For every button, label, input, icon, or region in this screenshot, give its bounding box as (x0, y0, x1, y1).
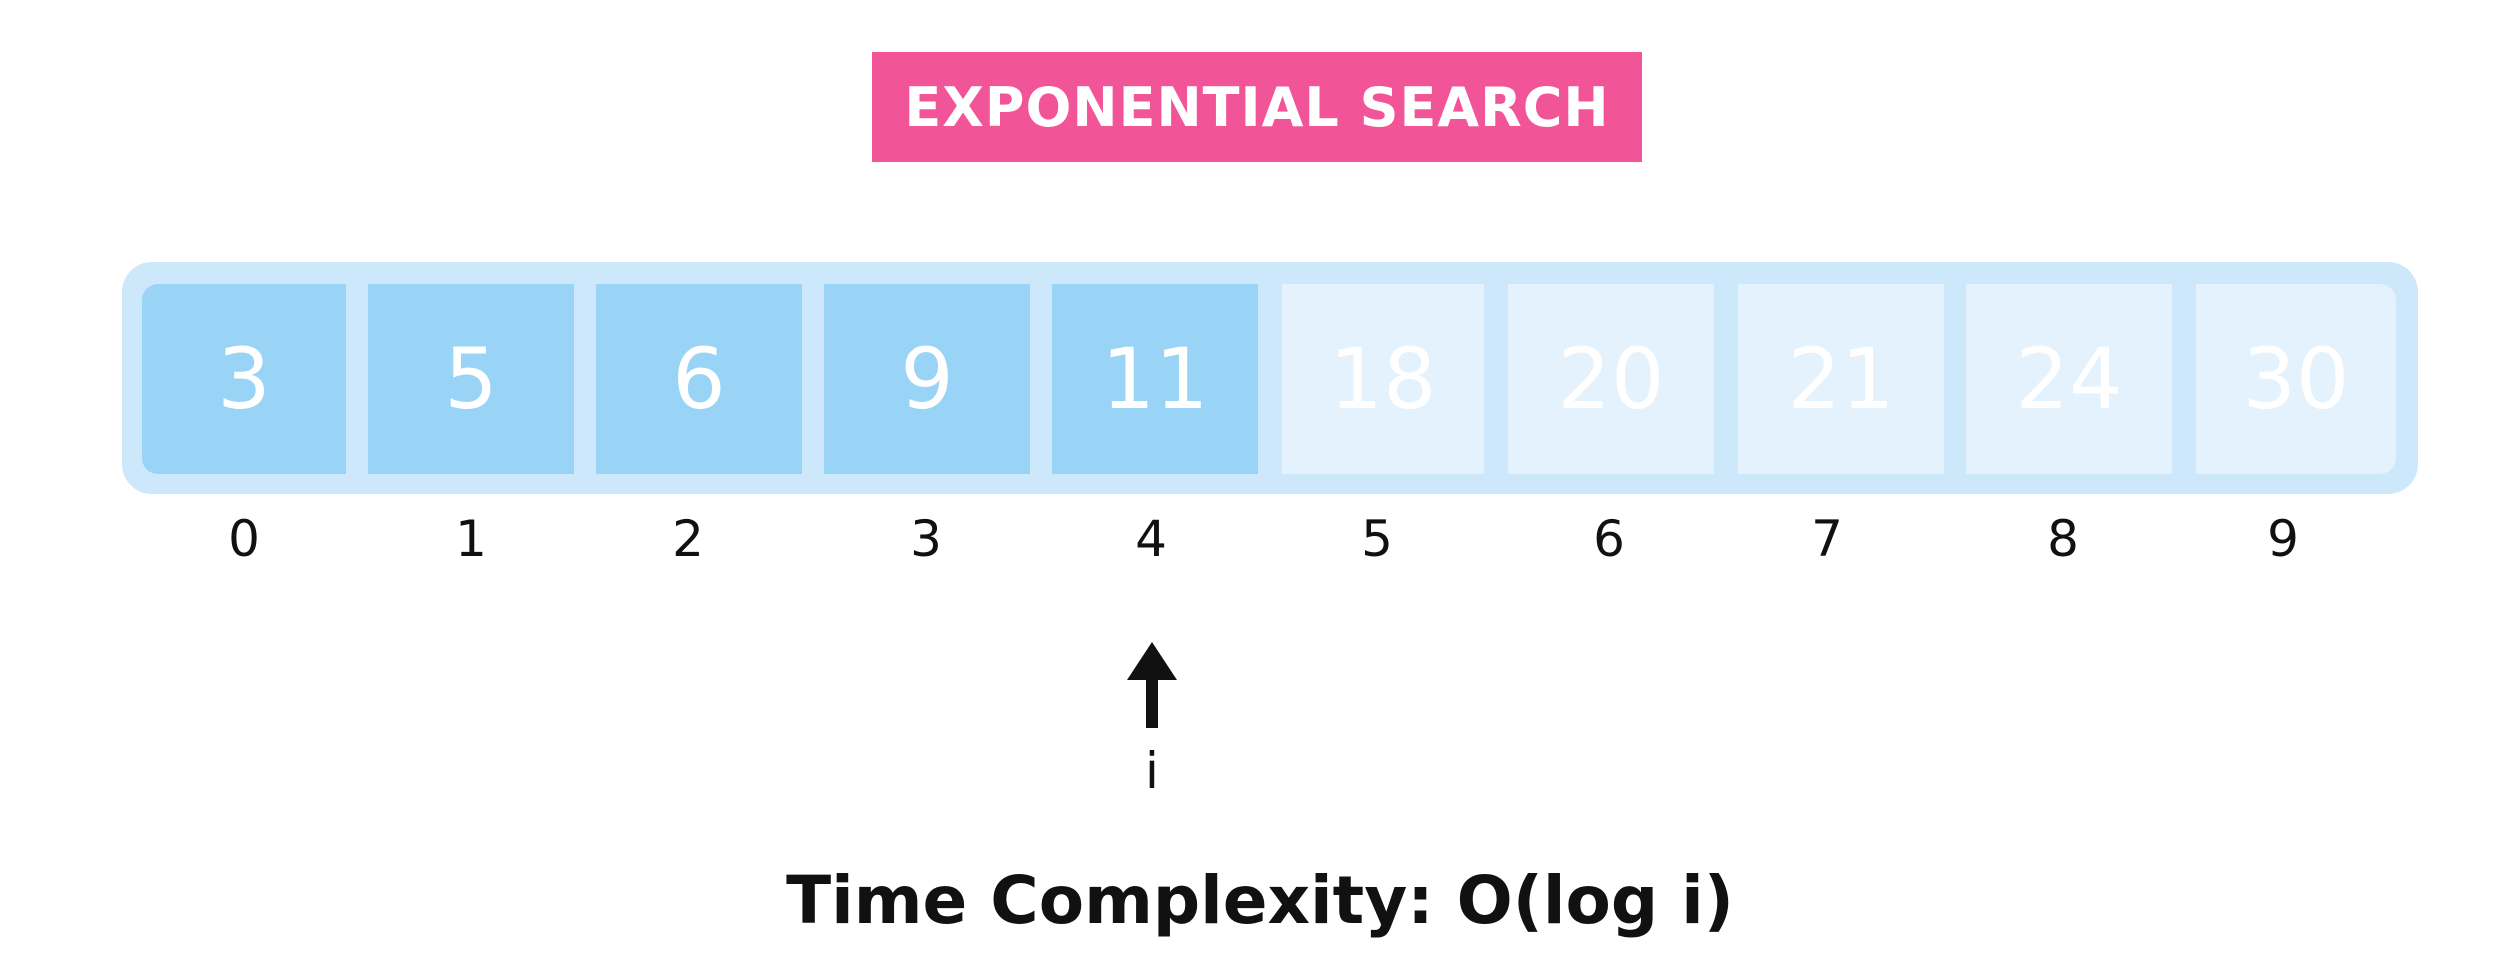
array-cell-3: 9 (824, 284, 1030, 474)
array-cell-0: 3 (142, 284, 346, 474)
up-arrow-icon (1127, 642, 1177, 728)
pointer-label: i (1145, 742, 1159, 800)
array-index-4: 4 (1135, 510, 1167, 568)
array-cell-9: 30 (2196, 284, 2396, 474)
array-index-7: 7 (1811, 510, 1843, 568)
title-banner: EXPONENTIAL SEARCH (872, 52, 1642, 162)
array-cell-6: 20 (1508, 284, 1714, 474)
array-index-5: 5 (1361, 510, 1393, 568)
array-index-9: 9 (2267, 510, 2299, 568)
array-index-8: 8 (2047, 510, 2079, 568)
array-cell-7: 21 (1738, 284, 1944, 474)
time-complexity-label: Time Complexity: O(log i) (786, 862, 1734, 939)
array-index-3: 3 (910, 510, 942, 568)
array-index-6: 6 (1593, 510, 1625, 568)
array-index-1: 1 (455, 510, 487, 568)
array-cell-8: 24 (1966, 284, 2172, 474)
array-cell-4: 11 (1052, 284, 1258, 474)
array-cell-2: 6 (596, 284, 802, 474)
array-index-0: 0 (228, 510, 260, 568)
array-cell-1: 5 (368, 284, 574, 474)
page-title: EXPONENTIAL SEARCH (904, 75, 1610, 139)
array-cell-5: 18 (1282, 284, 1484, 474)
array-index-2: 2 (672, 510, 704, 568)
